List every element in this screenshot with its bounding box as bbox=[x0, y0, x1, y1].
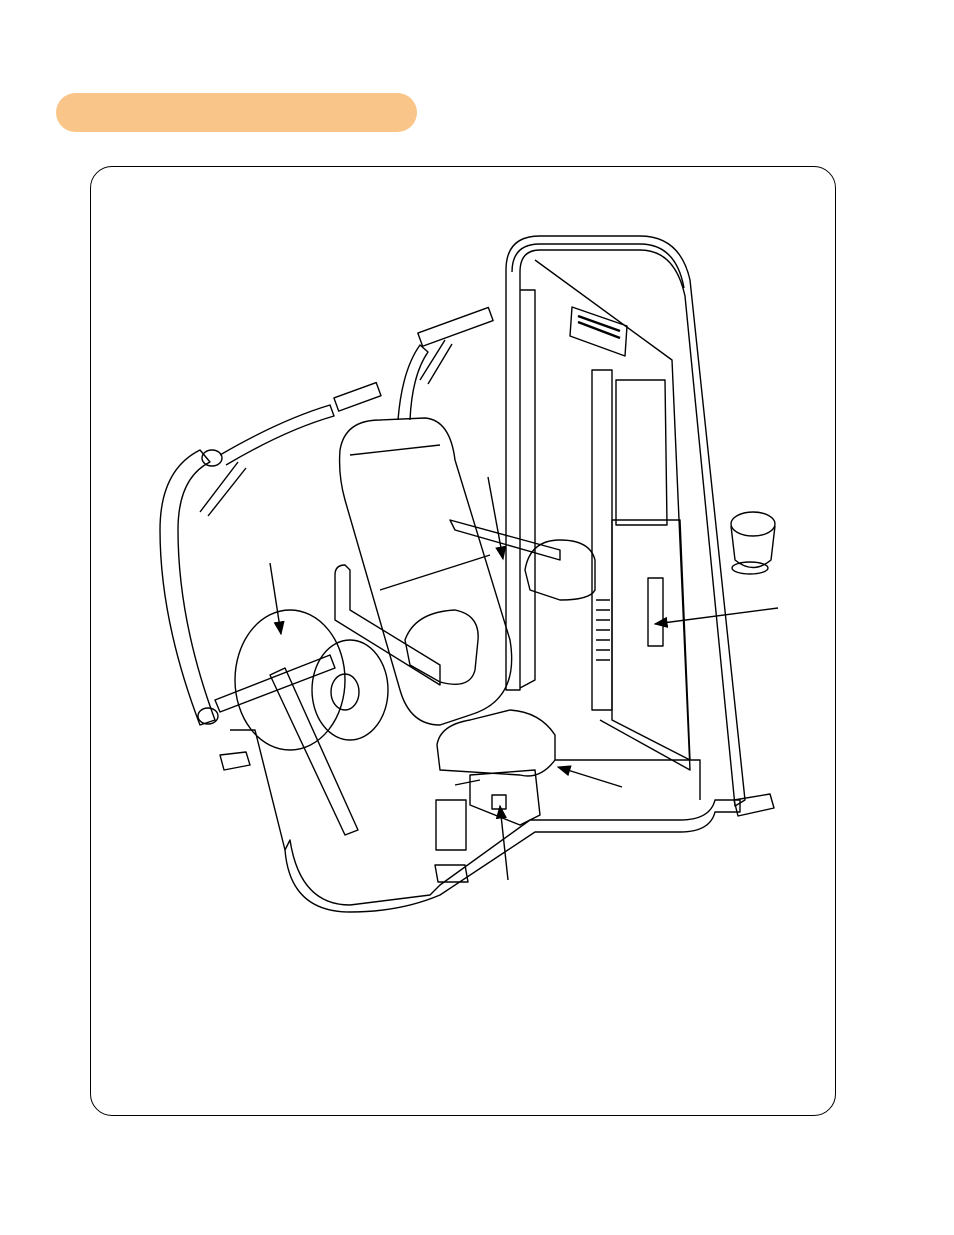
logo-plate bbox=[569, 306, 628, 357]
handle-bar bbox=[334, 519, 596, 686]
callout-arrow-handle bbox=[487, 476, 507, 561]
seat-cushion bbox=[435, 709, 556, 851]
callout-arrow-cam bbox=[269, 562, 285, 636]
base-frame bbox=[219, 729, 775, 913]
seat-back bbox=[338, 417, 513, 726]
callout-arrow-seat bbox=[556, 765, 623, 788]
right-press-arm bbox=[397, 306, 494, 421]
illustration-frame bbox=[90, 166, 836, 1116]
section-header-bar bbox=[56, 93, 417, 132]
callout-arrow-weight-stack bbox=[653, 607, 779, 628]
cup-holder bbox=[730, 511, 776, 575]
callout-arrow-seat-adjust bbox=[495, 804, 509, 881]
left-press-arm bbox=[159, 381, 382, 726]
callout-arrows bbox=[269, 476, 779, 881]
pulley-cam bbox=[214, 609, 389, 836]
